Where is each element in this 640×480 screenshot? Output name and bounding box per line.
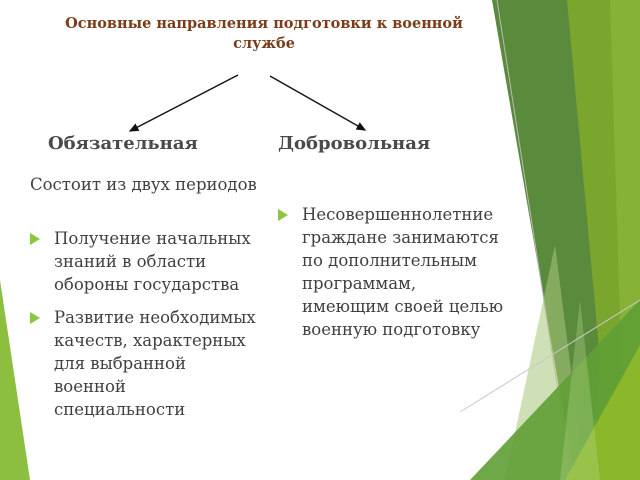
heading-voluntary: Добровольная — [278, 133, 431, 154]
heading-mandatory: Обязательная — [48, 133, 198, 154]
list-item: Получение начальных знаний в области обо… — [30, 227, 260, 296]
list-item: Развитие необходимых качеств, характерны… — [30, 306, 260, 421]
mandatory-list: Получение начальных знаний в области обо… — [30, 227, 260, 431]
arrow-right-icon — [269, 75, 367, 131]
mandatory-intro: Состоит из двух периодов — [30, 175, 257, 194]
triangle-bullet-icon — [278, 209, 288, 221]
list-item: Несовершеннолетние граждане занимаются п… — [278, 203, 508, 341]
slide-title: Основные направления подготовки к военно… — [65, 15, 463, 52]
triangle-bullet-icon — [30, 233, 40, 245]
triangle-bullet-icon — [30, 312, 40, 324]
voluntary-list: Несовершеннолетние граждане занимаются п… — [278, 203, 508, 351]
arrow-left-icon — [128, 74, 239, 132]
